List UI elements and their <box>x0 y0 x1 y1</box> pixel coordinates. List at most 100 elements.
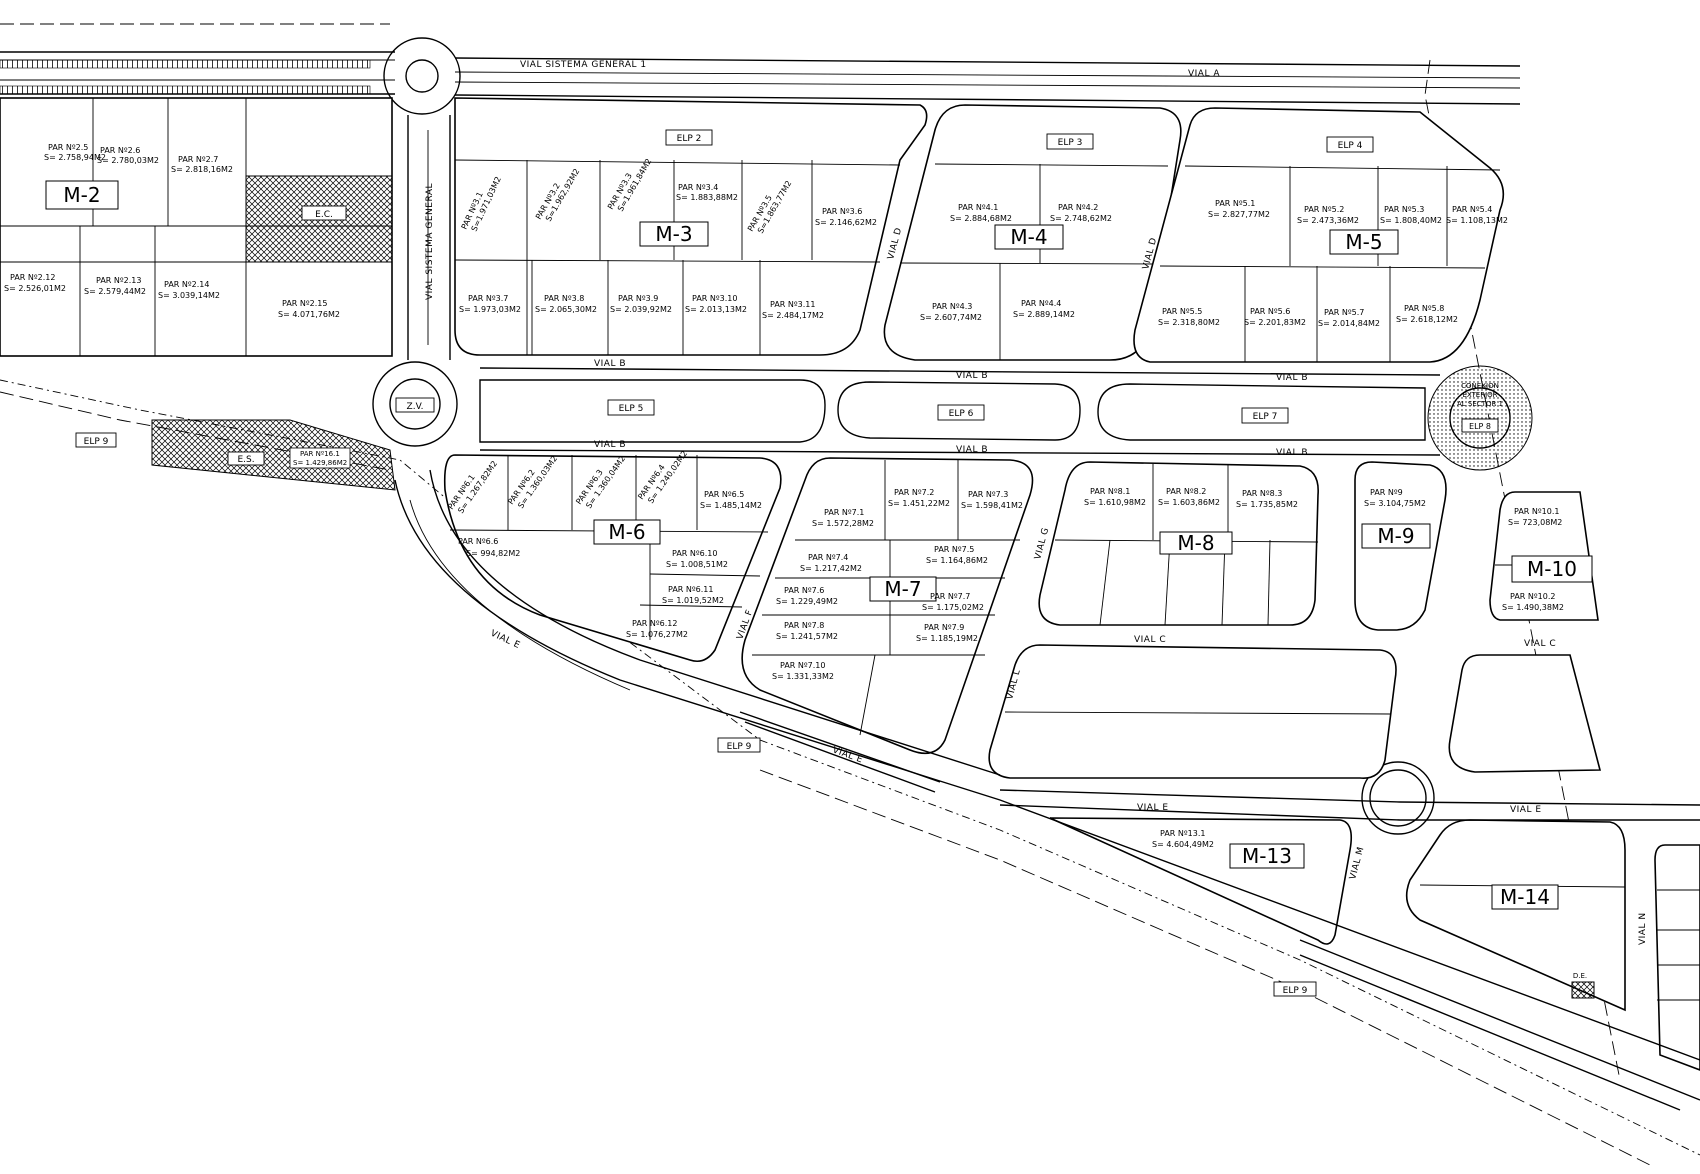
parcel-8-3-area: S= 1.735,85M2 <box>1236 500 1298 509</box>
parcel-5-1-area: S= 2.827,77M2 <box>1208 210 1270 219</box>
parcel-5-4-id: PAR Nº5.4 <box>1452 205 1492 214</box>
parcel-7-7-id: PAR Nº7.7 <box>930 592 970 601</box>
parcel-2-6-area: S= 2.780,03M2 <box>97 156 159 165</box>
block-m-2 <box>0 97 393 357</box>
parcel-2-7-id: PAR Nº2.7 <box>178 155 218 164</box>
road-label-vial-e-3: VIAL E <box>1137 803 1169 813</box>
parcel-7-6-id: PAR Nº7.6 <box>784 586 824 595</box>
road-label-vial-d-1: VIAL D <box>886 227 904 261</box>
parcel-2-14-area: S= 3.039,14M2 <box>158 291 220 300</box>
road-label-vial-b-6: VIAL B <box>1276 448 1308 458</box>
connection-label-1: CONEXION <box>1461 382 1499 390</box>
elp8-label: ELP 8 <box>1469 422 1491 431</box>
ec-label-box <box>301 205 347 221</box>
block-label-m-6: M-6 <box>608 520 645 544</box>
parcel-4-3-area: S= 2.607,74M2 <box>920 313 982 322</box>
connection-label-3: AL SECTOR 1 <box>1457 400 1503 408</box>
block-label-m-8: M-8 <box>1177 531 1214 555</box>
parcel-2-13-id: PAR Nº2.13 <box>96 276 141 285</box>
parcel-7-8-id: PAR Nº7.8 <box>784 621 824 630</box>
road-label-vial-b-5: VIAL B <box>956 445 988 455</box>
parcel-5-3-area: S= 1.808,40M2 <box>1380 216 1442 225</box>
parcel-6-6-id: PAR Nº6.6 <box>458 537 498 546</box>
parcel-3-10-area: S= 2.013,13M2 <box>685 305 747 314</box>
parcel-3-9-area: S= 2.039,92M2 <box>610 305 672 314</box>
block-label-m-6-box <box>593 519 661 545</box>
parcel-16-1-area: S= 1.429,86M2 <box>293 459 347 467</box>
parcel-7-5-area: S= 1.164,86M2 <box>926 556 988 565</box>
parcel-2-13-area: S= 2.579,44M2 <box>84 287 146 296</box>
elp9-label-west: ELP 9 <box>84 437 109 447</box>
parcel-3-9-id: PAR Nº3.9 <box>618 294 658 303</box>
road-label-vial-m: VIAL M <box>1348 846 1366 881</box>
parcel-6-10-area: S= 1.008,51M2 <box>666 560 728 569</box>
parcel-4-4-id: PAR Nº4.4 <box>1021 299 1061 308</box>
parcel-7-7-area: S= 1.175,02M2 <box>922 603 984 612</box>
parcel-2-12-id: PAR Nº2.12 <box>10 273 55 282</box>
elp4-label-box <box>1326 136 1374 153</box>
ec-label: E.C. <box>315 210 333 220</box>
block-label-m-9: M-9 <box>1377 524 1414 548</box>
top-road-band <box>0 51 1521 105</box>
block-label-m-5-box <box>1329 229 1399 255</box>
vial-e-band <box>394 469 1700 1111</box>
elp5-label: ELP 5 <box>619 404 644 414</box>
elp4-label: ELP 4 <box>1338 141 1363 151</box>
elp7-label-box <box>1241 407 1289 424</box>
block-label-m-3-box <box>639 221 709 247</box>
parcel-8-3-id: PAR Nº8.3 <box>1242 489 1282 498</box>
parcel-2-7-area: S= 2.818,16M2 <box>171 165 233 174</box>
parcel-5-5-id: PAR Nº5.5 <box>1162 307 1202 316</box>
parcel-7-10-area: S= 1.331,33M2 <box>772 672 834 681</box>
parcel-6-5-area: S= 1.485,14M2 <box>700 501 762 510</box>
parcel-2-5-area: S= 2.758,94M2 <box>44 153 106 162</box>
block-label-m-10: M-10 <box>1527 557 1577 581</box>
parcel-2-12-area: S= 2.526,01M2 <box>4 284 66 293</box>
parcel-4-4-area: S= 2.889,14M2 <box>1013 310 1075 319</box>
parcel-8-1-id: PAR Nº8.1 <box>1090 487 1130 496</box>
parcel-10-1-id: PAR Nº10.1 <box>1514 507 1559 516</box>
parcel-7-4-area: S= 1.217,42M2 <box>800 564 862 573</box>
block-label-m-4: M-4 <box>1010 225 1047 249</box>
roundabout-zv <box>372 361 458 447</box>
block-label-m-7: M-7 <box>884 577 921 601</box>
block-label-m-10-box <box>1511 555 1593 583</box>
parcel-7-9-area: S= 1.185,19M2 <box>916 634 978 643</box>
parcel-6-12-id: PAR Nº6.12 <box>632 619 677 628</box>
parcel-10-2-area: S= 1.490,38M2 <box>1502 603 1564 612</box>
block-east-partial <box>1654 844 1700 1071</box>
parcel-2-15-id: PAR Nº2.15 <box>282 299 327 308</box>
parcel-5-2-id: PAR Nº5.2 <box>1304 205 1344 214</box>
parcel-5-5-area: S= 2.318,80M2 <box>1158 318 1220 327</box>
parcel-4-2-area: S= 2.748,62M2 <box>1050 214 1112 223</box>
parcel-7-3-id: PAR Nº7.3 <box>968 490 1008 499</box>
parcel-4-1-id: PAR Nº4.1 <box>958 203 998 212</box>
elp9-label-west-box <box>75 432 117 448</box>
block-m-14 <box>1405 819 1626 1012</box>
parcel-8-2-id: PAR Nº8.2 <box>1166 487 1206 496</box>
parcel-9-id: PAR Nº9 <box>1370 488 1403 497</box>
parcel-10-2-id: PAR Nº10.2 <box>1510 592 1555 601</box>
es-label-box <box>227 451 265 466</box>
parcel-4-2-id: PAR Nº4.2 <box>1058 203 1098 212</box>
es-label: E.S. <box>237 455 254 465</box>
parcel-7-3-area: S= 1.598,41M2 <box>961 501 1023 510</box>
parcel-6-10-id: PAR Nº6.10 <box>672 549 717 558</box>
block-label-m-2: M-2 <box>63 183 100 207</box>
parcel-5-1-id: PAR Nº5.1 <box>1215 199 1255 208</box>
parcel-3-7-area: S= 1.973,03M2 <box>459 305 521 314</box>
parcel-13-1-area: S= 4.604,49M2 <box>1152 840 1214 849</box>
zv-label: Z.V. <box>407 402 424 412</box>
vertical-road-west <box>407 115 451 360</box>
road-label-vial-c-2: VIAL C <box>1524 639 1556 649</box>
parcel-7-6-area: S= 1.229,49M2 <box>776 597 838 606</box>
es-zone <box>151 419 396 491</box>
connection-label-2: EXTERIOR <box>1462 391 1497 399</box>
elp7-label: ELP 7 <box>1253 412 1278 422</box>
parcel-6-11-area: S= 1.019,52M2 <box>662 596 724 605</box>
road-label-vial-sistema-general-1: VIAL SISTEMA GENERAL 1 <box>520 60 647 70</box>
block-small-plots-east <box>1448 654 1602 773</box>
elp9-label-east-box <box>1273 981 1317 997</box>
parcel-7-5-id: PAR Nº7.5 <box>934 545 974 554</box>
